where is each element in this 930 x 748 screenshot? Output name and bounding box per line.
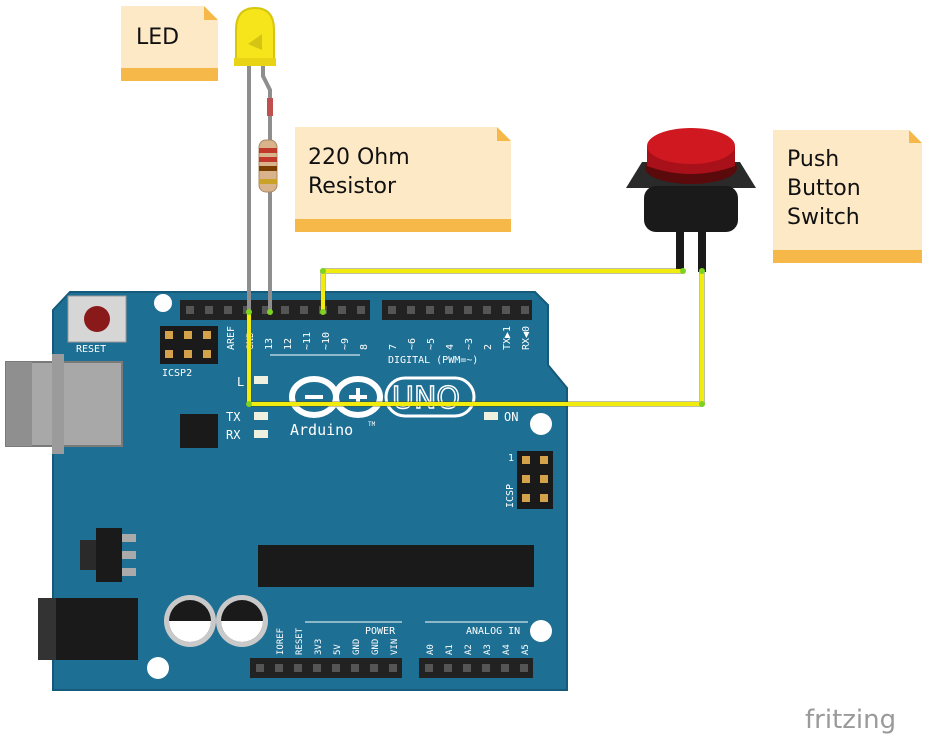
pin-label: ~3 <box>464 338 475 350</box>
pin-label: A0 <box>426 644 436 655</box>
button-leg-right <box>698 226 706 272</box>
push-button-component <box>626 128 756 272</box>
led-anode-leg <box>261 66 272 312</box>
pin-label: 2 <box>483 344 494 350</box>
note-resistor-line2: Resistor <box>308 174 397 199</box>
mounting-hole <box>530 620 552 642</box>
pin-label: 12 <box>283 338 294 350</box>
led-body <box>235 6 275 63</box>
note-resistor-line1: 220 Ohm <box>308 145 410 170</box>
digital-header-left <box>180 300 370 320</box>
usb-connector <box>5 354 123 454</box>
note-button: Push Button Switch <box>773 130 922 263</box>
pin-label: AREF <box>226 326 237 350</box>
reset-label: RESET <box>76 344 106 355</box>
mounting-hole <box>154 294 172 312</box>
note-button-line3: Switch <box>787 205 860 230</box>
pin-label: A1 <box>445 644 455 655</box>
pin-label: 5V <box>333 644 343 655</box>
led-rim <box>234 58 276 66</box>
capacitor-right <box>216 595 268 647</box>
note-led: LED <box>121 6 218 81</box>
pin-label: A2 <box>464 644 474 655</box>
icsp-label: ICSP <box>505 484 516 508</box>
pin-label: 3V3 <box>314 639 324 655</box>
power-header <box>250 658 402 678</box>
tx-label: TX <box>226 410 241 424</box>
mounting-hole <box>147 657 169 679</box>
pin-label: ~10 <box>321 332 332 350</box>
pin-label: GND <box>371 639 381 655</box>
arduino-logo <box>289 376 383 418</box>
resistor-component <box>258 98 278 193</box>
digital-pin-labels-right: 7 ~6 ~5 4 ~3 2 TX▶1 RX◀0 <box>388 326 532 350</box>
pin-label: 7 <box>388 344 399 350</box>
analog-header <box>419 658 533 678</box>
rx-label: RX <box>226 428 241 442</box>
icsp2-header <box>160 326 218 364</box>
capacitor-left <box>164 595 216 647</box>
note-button-line2: Button <box>787 176 861 201</box>
wire-gnd-to-button <box>247 271 704 406</box>
on-label: ON <box>504 410 518 424</box>
note-button-line1: Push <box>787 147 839 172</box>
digital-header-right <box>382 300 532 320</box>
pin-label: 13 <box>264 338 275 350</box>
fritzing-watermark: fritzing <box>805 705 896 735</box>
pin-label: A5 <box>521 644 531 655</box>
button-housing <box>644 186 738 232</box>
arduino-uno-board: RESET ICSP2 A <box>5 291 568 691</box>
icsp2-label: ICSP2 <box>162 368 192 379</box>
trademark-label: TM <box>368 421 376 428</box>
brand-label: Arduino <box>290 421 353 439</box>
pin-label: ~6 <box>407 338 418 350</box>
pin-label: RESET <box>295 627 305 655</box>
note-led-text: LED <box>136 25 179 50</box>
pin-label: VIN <box>390 639 400 655</box>
model-label: UNO <box>392 381 460 416</box>
note-resistor: 220 Ohm Resistor <box>295 127 511 232</box>
usb-chip <box>180 414 218 448</box>
pin-label: RX◀0 <box>521 326 532 350</box>
pin-label: ~9 <box>340 338 351 350</box>
icsp-header <box>517 451 553 509</box>
power-jack <box>38 598 138 660</box>
button-cap[interactable] <box>647 128 735 164</box>
icsp-pin1-label: 1 <box>508 453 514 464</box>
pin-label: TX▶1 <box>502 326 513 350</box>
pin-label: A3 <box>483 644 493 655</box>
analog-label: ANALOG IN <box>466 626 520 637</box>
power-label: POWER <box>365 626 396 637</box>
button-leg-left <box>676 226 684 272</box>
pin-label: ~5 <box>426 338 437 350</box>
pin-label: ~11 <box>302 332 313 350</box>
reset-button[interactable] <box>67 295 127 343</box>
uno-badge <box>384 376 476 418</box>
pin-label: IOREF <box>276 628 286 655</box>
voltage-regulator <box>80 528 136 582</box>
pin-label: 8 <box>359 344 370 350</box>
led-l-label: L <box>237 375 244 389</box>
pin-label: GND <box>352 639 362 655</box>
microcontroller-chip <box>258 545 534 587</box>
onboard-leds <box>254 376 498 438</box>
pin-label: 4 <box>445 344 456 350</box>
mounting-hole <box>530 413 552 435</box>
analog-pin-labels: A0 A1 A2 A3 A4 A5 <box>426 644 531 655</box>
led-component <box>234 6 276 312</box>
power-pin-labels: IOREF RESET 3V3 5V GND GND VIN <box>276 627 400 655</box>
wires <box>246 268 705 407</box>
pin-label: A4 <box>502 644 512 655</box>
digital-label: DIGITAL (PWM=~) <box>388 355 478 366</box>
